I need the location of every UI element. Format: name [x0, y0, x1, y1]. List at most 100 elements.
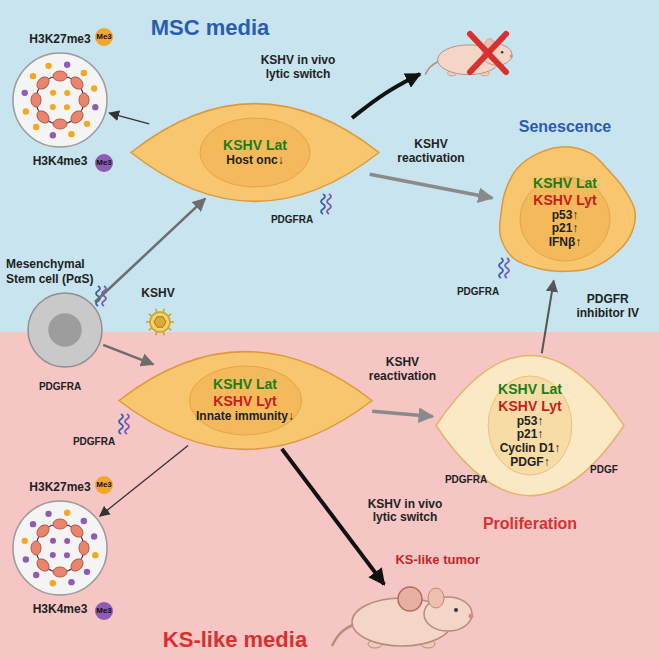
histone-mark	[50, 104, 56, 110]
infected-cell: KSHV LatHost onc↓	[130, 95, 380, 210]
node-heading: Mesenchymal Stem cell (PαS)	[6, 257, 98, 286]
histone-mark	[50, 552, 56, 558]
node-text: KSHV Lyt	[533, 191, 596, 208]
nucleosome	[31, 93, 41, 107]
histone-mark	[23, 108, 29, 114]
band-title: MSC media	[151, 15, 270, 41]
cell-outline	[500, 147, 636, 272]
text-stack: KSHV LatHost onc↓	[223, 137, 287, 168]
histone-mark	[68, 579, 74, 585]
histone-mark	[92, 552, 98, 558]
part-label: PDGF	[590, 464, 618, 476]
histone-mark	[50, 90, 56, 96]
nucleosome	[68, 108, 85, 125]
mark-label: Me3	[96, 32, 112, 41]
mouse-tail	[332, 624, 355, 646]
nucleosome	[79, 541, 89, 555]
part-label: PDGFRA	[39, 381, 81, 393]
mouse-tumor: KS-like tumor	[330, 574, 480, 650]
infected-cell: KSHV LatKSHV LytInnate immunity↓	[118, 343, 373, 458]
connector-arrow	[372, 411, 432, 416]
connector-arrow	[100, 446, 188, 517]
receptor-strand	[96, 286, 100, 306]
nucleosome	[53, 119, 67, 129]
connector-arrow	[370, 174, 493, 198]
node-heading: Proliferation	[483, 514, 577, 533]
chromatin-outline	[13, 501, 107, 595]
mouse-tail	[425, 61, 439, 75]
node-text: KSHV Lyt	[213, 393, 276, 410]
histone-mark	[84, 569, 90, 575]
mark-badge	[95, 154, 113, 172]
edge-label: PDGFR inhibitor IV	[570, 292, 646, 322]
cell-outline	[28, 293, 102, 367]
mouse-eye	[454, 608, 458, 612]
histone-mark	[64, 510, 70, 516]
histone-mark	[68, 131, 74, 137]
receptor-strand	[505, 258, 509, 278]
band-ground	[0, 0, 659, 332]
stem-cell: Mesenchymal Stem cell (PαS)	[27, 292, 103, 368]
edge-label: KSHV reactivation	[360, 355, 444, 385]
histone-mark	[64, 538, 70, 544]
nucleosome	[35, 556, 52, 573]
edge-label: KSHV reactivation	[389, 137, 473, 167]
tumor	[398, 587, 422, 611]
cell-outline	[436, 355, 624, 495]
histone-mark	[92, 104, 98, 110]
histone-mark	[33, 124, 39, 130]
receptor-symbol	[321, 194, 331, 214]
cell-nucleus	[488, 376, 572, 475]
histone-mark	[91, 533, 97, 539]
mark-badge	[95, 476, 113, 494]
node-text: KSHV Lat	[533, 175, 597, 192]
node-text: KSHV Lat	[498, 381, 562, 398]
part-label: KSHV	[141, 287, 174, 301]
histone-mark	[84, 121, 90, 127]
part-label: PDGFRA	[271, 214, 313, 226]
part-label: PDGFRA	[445, 474, 487, 486]
nucleosome	[79, 93, 89, 107]
virus-envelope	[150, 312, 170, 332]
node-shape	[330, 574, 480, 650]
nucleosome	[68, 523, 85, 540]
node-shape	[27, 292, 103, 368]
lytic-switch-arrow	[352, 74, 420, 118]
histone-mark	[50, 132, 56, 138]
cell-outline	[119, 351, 372, 449]
part-label: KSHV in vivo lytic switch	[248, 54, 348, 82]
text-stack: KSHV LatKSHV LytInnate immunity↓	[196, 376, 294, 423]
virus-symbol	[146, 309, 174, 336]
histone-mark	[64, 552, 70, 558]
connector-arrow	[95, 199, 205, 302]
cell-nucleus	[200, 118, 310, 187]
node-text: KSHV Lyt	[498, 397, 561, 414]
histone-mark	[64, 104, 70, 110]
cell-nucleus	[189, 366, 301, 435]
chromatin-outline	[13, 53, 107, 147]
node-heading: H3K4me3	[33, 154, 88, 168]
mark-badge	[95, 28, 113, 46]
histone-mark	[81, 518, 87, 524]
nucleosome	[68, 556, 85, 573]
receptor-symbol	[499, 258, 509, 278]
histone-mark	[22, 90, 28, 96]
node-heading: H3K4me3	[33, 602, 88, 616]
node-text: p21↑	[552, 222, 579, 236]
node-text: Cyclin D1↑	[500, 442, 561, 456]
node-text: Innate immunity↓	[196, 410, 294, 424]
histone-mark	[50, 580, 56, 586]
connector-arrow	[109, 113, 149, 124]
connector-arrow	[542, 281, 554, 354]
cell-outline	[131, 103, 379, 201]
histone-mark	[50, 538, 56, 544]
histone-mark	[45, 511, 51, 517]
node-heading: KS-like tumor	[395, 552, 480, 568]
node-heading: H3K27me3	[29, 32, 90, 46]
cell-nucleus	[48, 313, 81, 346]
node-text: IFNβ↑	[549, 236, 582, 250]
node-heading: H3K27me3	[29, 480, 90, 494]
receptor-strand	[125, 414, 129, 434]
band-title: KS-like media	[163, 627, 307, 653]
